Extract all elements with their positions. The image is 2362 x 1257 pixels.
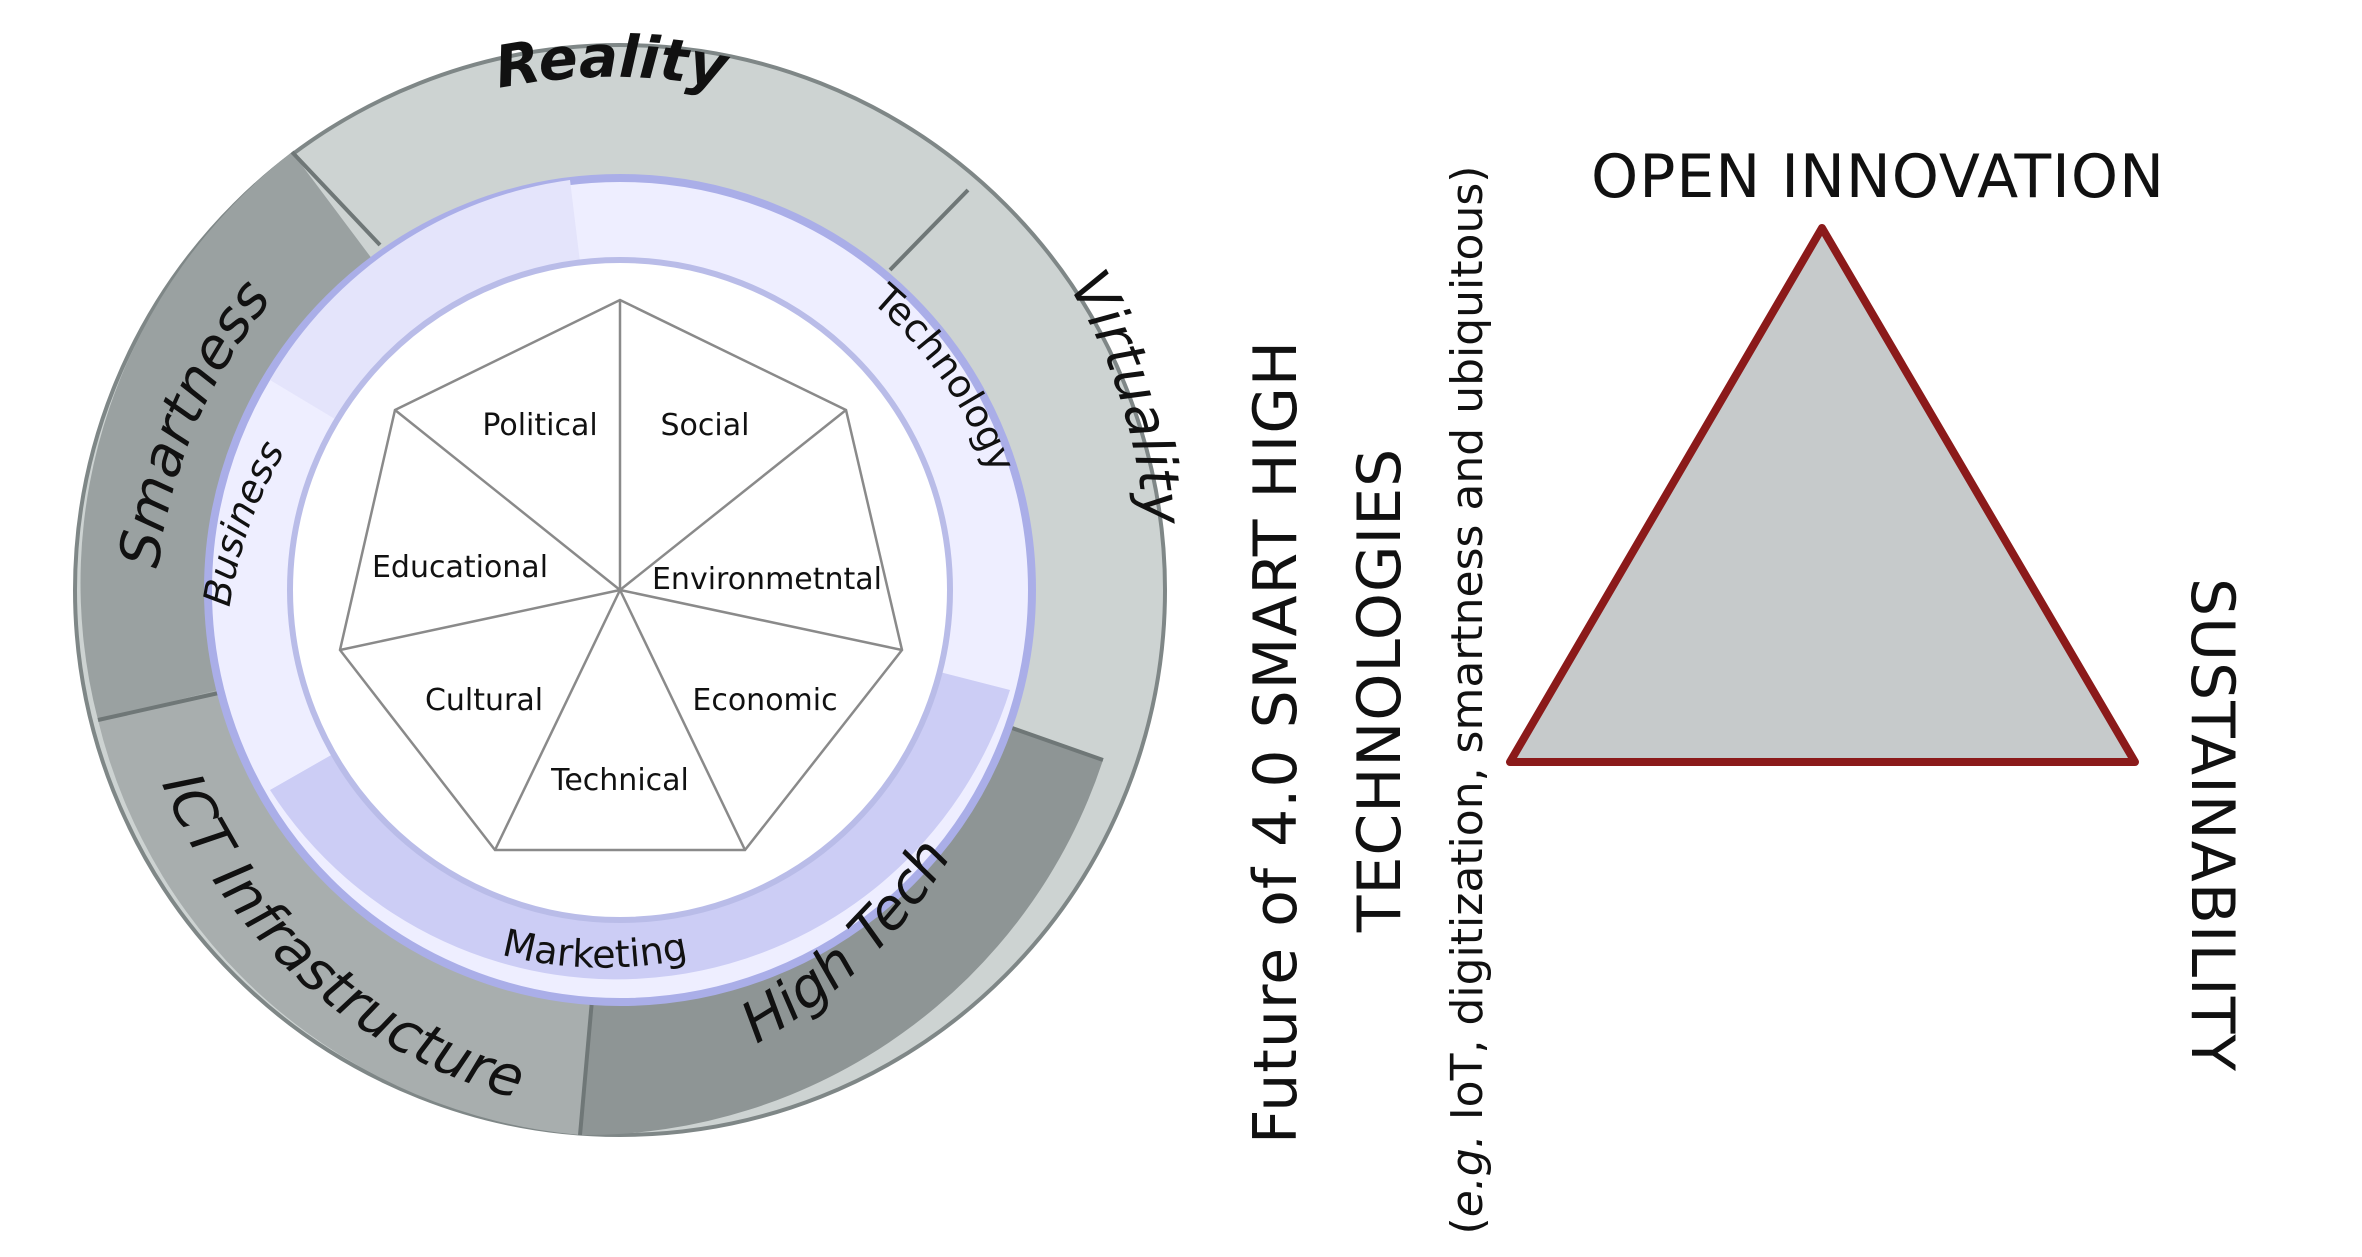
examples-prefix: e.g.: [1442, 1134, 1493, 1217]
label-smart-tech-line1: Future of 4.0 SMART HIGH: [1241, 340, 1311, 1144]
sector-environmental: Environmetntal: [652, 562, 882, 597]
innovation-triangle: [1506, 224, 2139, 766]
examples-open-paren: (: [1442, 1217, 1493, 1234]
label-sustainability: SUSTAINABILITY: [2177, 578, 2247, 1072]
sector-technical: Technical: [550, 763, 689, 798]
heptagon: [338, 298, 904, 852]
sector-social: Social: [661, 408, 750, 443]
sector-educational: Educational: [372, 550, 548, 585]
label-examples: (e.g. IoT, digitization, smartness and u…: [1442, 166, 1493, 1235]
sector-economic: Economic: [692, 683, 837, 718]
label-smart-tech-line2: TECHNOLOGIES: [1345, 448, 1415, 933]
examples-rest: IoT, digitization, smartness and ubiquit…: [1442, 166, 1493, 1135]
outer-label-reality: Reality: [490, 23, 734, 103]
sector-political: Political: [482, 408, 597, 443]
sector-cultural: Cultural: [425, 683, 543, 718]
label-open-innovation: OPEN INNOVATION: [1591, 142, 2165, 212]
